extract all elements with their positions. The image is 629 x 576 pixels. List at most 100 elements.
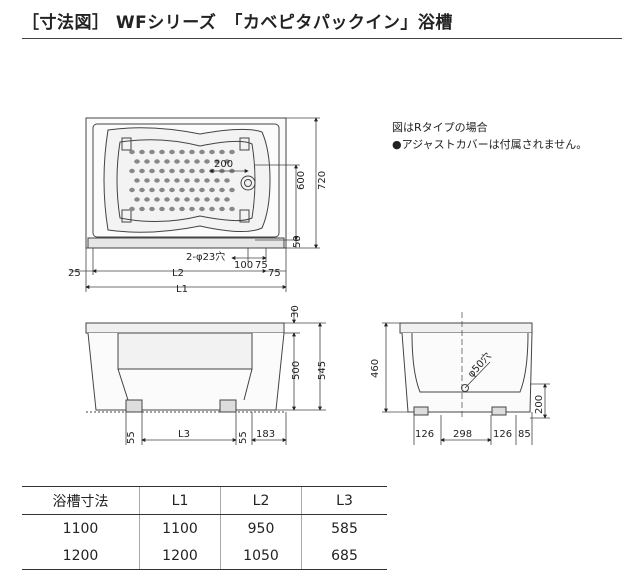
plan-basin-floor xyxy=(116,139,256,223)
anti-slip-dot xyxy=(129,149,135,155)
anti-slip-dot xyxy=(149,206,155,212)
anti-slip-dot xyxy=(144,159,150,164)
dim-25: 25 xyxy=(68,268,81,279)
anti-slip-dot xyxy=(149,149,155,155)
anti-slip-dot xyxy=(199,168,205,174)
anti-slip-dot xyxy=(189,168,195,174)
anti-slip-dot xyxy=(159,206,165,212)
anti-slip-dot xyxy=(139,149,145,155)
front-foot-right xyxy=(219,399,237,413)
table-cell: 585 xyxy=(301,514,387,542)
dim-126-b: 126 xyxy=(493,429,512,440)
dim-298: 298 xyxy=(453,429,472,440)
dim-460: 460 xyxy=(370,359,381,378)
dim-183: 183 xyxy=(256,429,275,440)
anti-slip-dot xyxy=(194,159,200,164)
front-foot-left xyxy=(125,399,143,413)
note-r-type: 図はRタイプの場合 xyxy=(392,121,488,134)
anti-slip-dot xyxy=(174,197,180,202)
anti-slip-dot xyxy=(194,178,200,183)
table-cell: 685 xyxy=(301,542,387,570)
anti-slip-dot xyxy=(194,197,200,202)
anti-slip-dot xyxy=(164,197,170,202)
table-cell: 1200 xyxy=(139,542,221,570)
dim-holes: 2-φ23穴 xyxy=(186,250,225,263)
plan-foot-pad xyxy=(239,209,250,223)
dim-75-b: 75 xyxy=(268,268,281,279)
anti-slip-dot xyxy=(199,187,205,193)
front-view xyxy=(85,322,286,413)
anti-slip-dot xyxy=(164,178,170,183)
side-foot-left xyxy=(413,406,429,416)
anti-slip-dot xyxy=(184,159,190,164)
plan-view xyxy=(85,117,287,249)
anti-slip-dot xyxy=(224,178,230,183)
dim-126-a: 126 xyxy=(415,429,434,440)
anti-slip-dot xyxy=(139,187,145,193)
dim-30: 30 xyxy=(290,305,301,318)
anti-slip-dot xyxy=(169,187,175,193)
anti-slip-dot xyxy=(204,159,210,164)
anti-slip-dot xyxy=(189,187,195,193)
side-foot-right xyxy=(491,406,507,416)
table-row: 1200 1200 1050 685 xyxy=(22,542,387,570)
anti-slip-dot xyxy=(129,187,135,193)
anti-slip-dot xyxy=(144,178,150,183)
anti-slip-dot xyxy=(224,159,230,164)
anti-slip-dot xyxy=(129,168,135,174)
table-cell: 1200 xyxy=(22,542,140,570)
anti-slip-dot xyxy=(139,168,145,174)
plan-apron xyxy=(87,237,285,249)
anti-slip-dot xyxy=(219,149,225,155)
drain-inner xyxy=(244,179,252,187)
anti-slip-dot xyxy=(174,159,180,164)
anti-slip-dot xyxy=(204,178,210,183)
anti-slip-dot xyxy=(164,159,170,164)
anti-slip-dot xyxy=(174,178,180,183)
anti-slip-dot xyxy=(134,178,140,183)
table-cell: 1100 xyxy=(139,514,221,542)
table-cell: 1100 xyxy=(62,520,99,537)
anti-slip-dot xyxy=(169,206,175,212)
table-cell: 950 xyxy=(220,514,302,542)
note-adjust-cover: ●アジャストカバーは付属されません。 xyxy=(392,138,588,151)
anti-slip-dot xyxy=(204,197,210,202)
anti-slip-dot xyxy=(159,168,165,174)
table-cell: 1050 xyxy=(220,542,302,570)
side-drain xyxy=(461,384,469,392)
anti-slip-dot xyxy=(189,206,195,212)
anti-slip-dot xyxy=(199,149,205,155)
anti-slip-dot xyxy=(229,149,235,155)
anti-slip-dot xyxy=(179,187,185,193)
anti-slip-dot xyxy=(179,149,185,155)
anti-slip-dot xyxy=(154,197,160,202)
dim-75-a: 75 xyxy=(255,260,268,271)
anti-slip-dot xyxy=(159,187,165,193)
table-row: 1100 1100 950 585 xyxy=(22,514,387,542)
dim-200-plan: 200 xyxy=(214,159,233,170)
anti-slip-dot xyxy=(134,197,140,202)
dim-500: 500 xyxy=(291,361,302,380)
front-apron-panel xyxy=(117,332,253,370)
dim-100: 100 xyxy=(234,260,253,271)
anti-slip-dot xyxy=(144,197,150,202)
anti-slip-dot xyxy=(129,206,135,212)
dim-50: 50 xyxy=(292,235,303,248)
anti-slip-dot xyxy=(199,206,205,212)
dim-55-b: 55 xyxy=(238,431,249,444)
dim-200-side: 200 xyxy=(534,395,545,414)
dim-L2: L2 xyxy=(172,268,184,279)
anti-slip-dot xyxy=(169,168,175,174)
side-inner xyxy=(411,332,529,393)
dim-L1: L1 xyxy=(176,284,188,295)
anti-slip-dot xyxy=(219,187,225,193)
dim-85: 85 xyxy=(518,429,531,440)
table-header: L2 xyxy=(220,486,302,515)
plan-foot-pad xyxy=(239,137,250,151)
anti-slip-dot xyxy=(139,206,145,212)
anti-slip-dot xyxy=(214,159,220,164)
side-rim xyxy=(399,322,533,334)
anti-slip-dot xyxy=(179,168,185,174)
anti-slip-dot xyxy=(214,197,220,202)
table-header: L1 xyxy=(139,486,221,515)
